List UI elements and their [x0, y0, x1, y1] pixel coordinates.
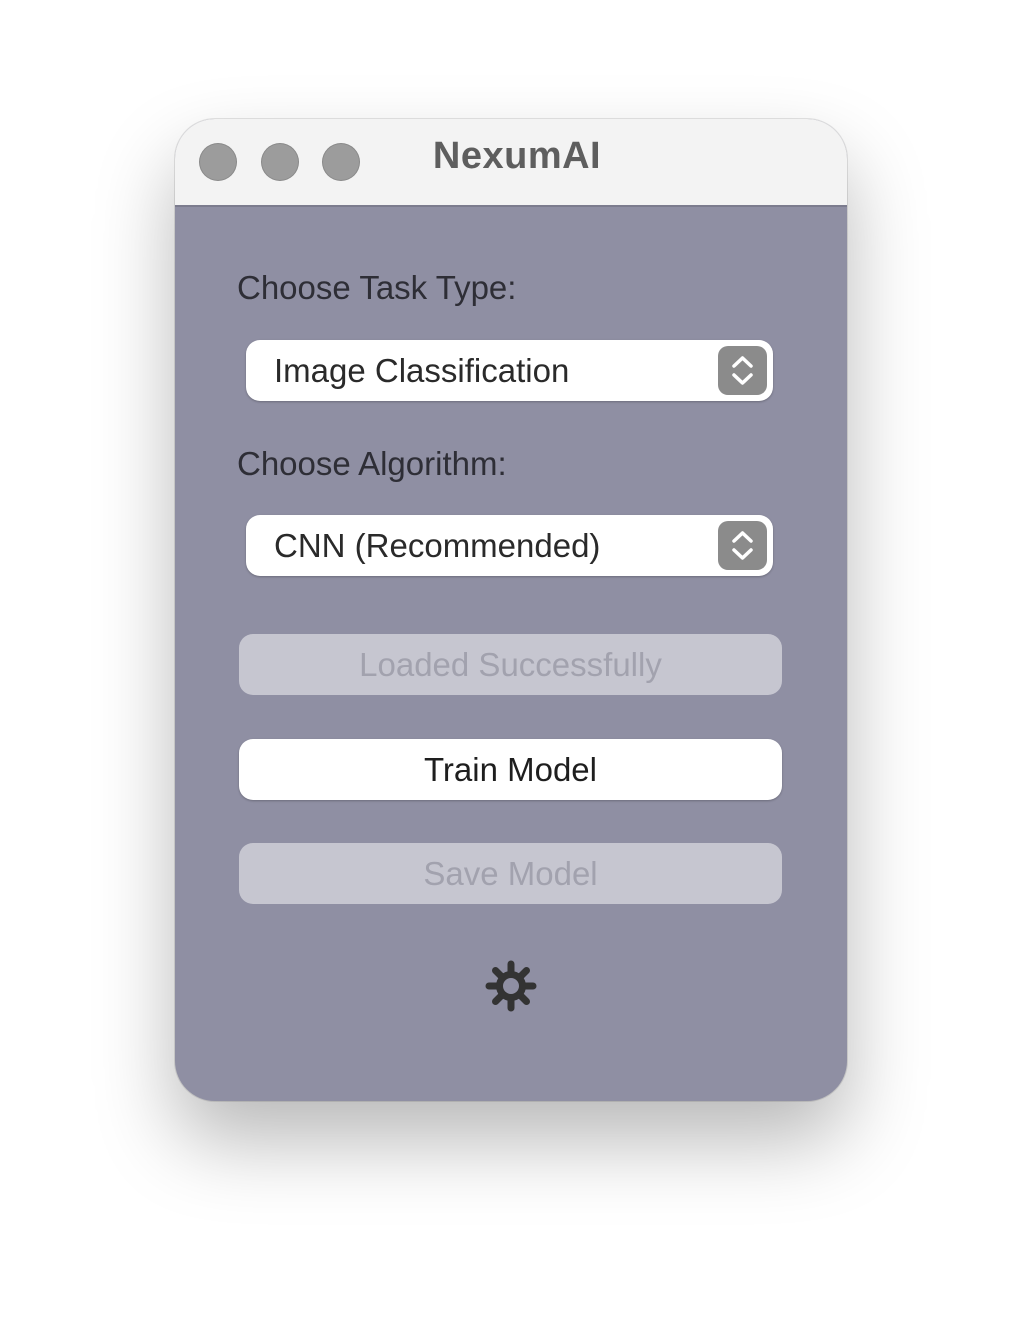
algorithm-value: CNN (Recommended) [274, 527, 601, 564]
zoom-icon[interactable] [322, 143, 360, 181]
task-type-label: Choose Task Type: [237, 269, 517, 306]
loaded-successfully-button: Loaded Successfully [239, 634, 782, 695]
chevron-up-down-icon [718, 521, 767, 570]
close-icon[interactable] [199, 143, 237, 181]
window-title: NexumAI [432, 135, 602, 177]
chevron-up-down-icon [718, 346, 767, 395]
task-type-select[interactable]: Image Classification [246, 340, 773, 401]
algorithm-label: Choose Algorithm: [237, 445, 507, 482]
minimize-icon[interactable] [261, 143, 299, 181]
train-model-button[interactable]: Train Model [239, 739, 782, 800]
app-window: NexumAI Choose Task Type: Image Classifi… [175, 119, 847, 1101]
task-type-value: Image Classification [274, 352, 570, 389]
save-model-button: Save Model [239, 843, 782, 904]
algorithm-select[interactable]: CNN (Recommended) [246, 515, 773, 576]
title-bar[interactable]: NexumAI [175, 119, 847, 207]
gear-icon[interactable] [485, 960, 537, 1012]
